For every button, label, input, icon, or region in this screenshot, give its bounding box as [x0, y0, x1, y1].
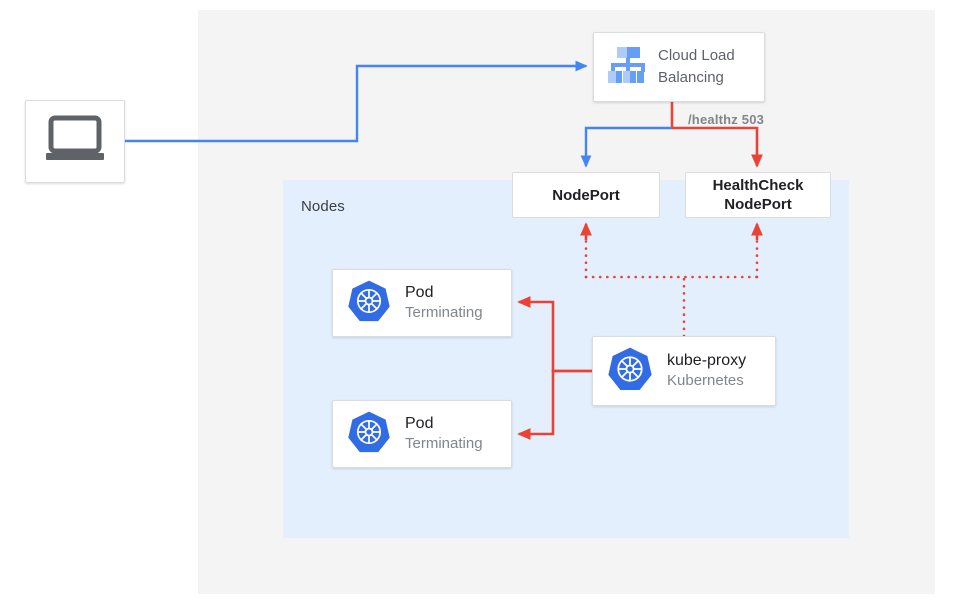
pod-node-2-text: Pod Terminating: [405, 414, 483, 454]
kubernetes-icon: [607, 346, 653, 397]
cloud-load-balancing-label-line1: Cloud Load: [658, 47, 735, 64]
healthcheck-nodeport-node[interactable]: HealthCheck NodePort: [685, 172, 831, 218]
healthcheck-nodeport-label-line2: NodePort: [724, 196, 792, 213]
pod-node-1-title: Pod: [405, 284, 434, 301]
kube-proxy-subtitle: Kubernetes: [667, 372, 744, 389]
nodeport-label: NodePort: [552, 186, 620, 204]
cloud-load-balancing-icon: [604, 44, 648, 91]
pod-node-1-status: Terminating: [405, 304, 483, 321]
kubernetes-icon: [347, 410, 391, 459]
nodeport-node[interactable]: NodePort: [512, 172, 660, 218]
client-node[interactable]: [25, 100, 125, 183]
cloud-load-balancing-node[interactable]: Cloud Load Balancing: [593, 32, 765, 102]
laptop-icon: [44, 115, 106, 168]
nodes-region-label: Nodes: [301, 198, 345, 215]
kube-proxy-text: kube-proxy Kubernetes: [667, 351, 746, 391]
kube-proxy-node[interactable]: kube-proxy Kubernetes: [592, 336, 776, 406]
pod-node-1[interactable]: Pod Terminating: [332, 269, 512, 337]
pod-node-2[interactable]: Pod Terminating: [332, 400, 512, 468]
healthcheck-nodeport-label-line1: HealthCheck: [712, 177, 804, 194]
pod-node-1-text: Pod Terminating: [405, 283, 483, 323]
healthz-edge-label: /healthz 503: [688, 112, 765, 127]
pod-node-2-status: Terminating: [405, 435, 483, 452]
healthcheck-nodeport-label: HealthCheck NodePort: [713, 176, 804, 214]
kubernetes-icon: [347, 279, 391, 328]
cloud-load-balancing-label-line2: Balancing: [658, 69, 724, 86]
cloud-load-balancing-label: Cloud Load Balancing: [658, 45, 735, 89]
pod-node-2-title: Pod: [405, 415, 434, 432]
kube-proxy-title: kube-proxy: [667, 352, 747, 369]
